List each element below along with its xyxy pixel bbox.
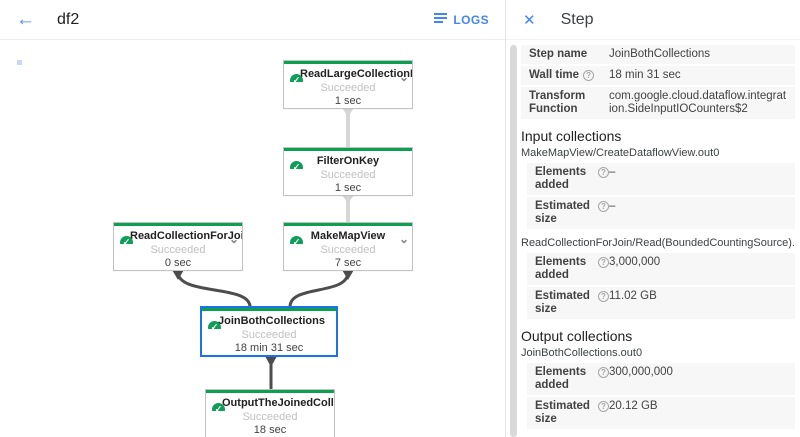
detail-label: Wall time ? [529,69,609,82]
back-arrow-icon[interactable]: ← [16,9,35,30]
close-icon[interactable]: ✕ [523,11,536,29]
node-time: 18 min 31 sec [234,342,304,354]
node-time: 18 sec [253,424,287,436]
node-status-stripe [284,223,412,226]
metric-label: Elements added ? [535,256,609,282]
detail-value: 18 min 31 sec [609,69,681,81]
detail-value: JoinBothCollections [609,48,711,60]
node-status-stripe [206,390,334,393]
node-time: 0 sec [164,257,192,269]
step-panel-header: ✕ Step [506,0,800,40]
metric-row-elements-added: Elements added ? 3,000,000 [527,253,795,285]
collection-name: ReadCollectionForJoin/Read(BoundedCounti… [521,237,795,249]
job-title: df2 [57,10,80,28]
node-status-stripe [202,308,336,311]
metric-label: Elements added ? [535,166,609,192]
node-time: 1 sec [334,182,362,194]
chevron-down-icon[interactable]: ⌄ [398,232,409,244]
detail-row-transform-function: Transform Function com.google.cloud.data… [521,87,795,119]
input-collection-group: ReadCollectionForJoin/Read(BoundedCounti… [521,237,795,319]
output-collections-heading: Output collections [521,328,633,344]
step-details-content: Step name JoinBothCollections Wall time … [521,45,795,437]
node-status-stripe [284,148,412,151]
node-title: ✓ ReadLargeCollectionFr... ⌄ [284,67,412,82]
metric-value: 300,000,000 [609,366,673,378]
success-check-icon: ✓ [208,321,221,329]
help-icon[interactable]: ? [583,70,595,81]
panel-title: Step [560,10,594,28]
logs-list-icon [434,11,448,29]
detail-row-step-name: Step name JoinBothCollections [521,45,795,64]
success-check-icon: ✓ [120,236,133,244]
detail-value: com.google.cloud.dataflow.integration.Si… [609,90,787,115]
success-check-icon: ✓ [290,236,303,244]
metric-row-estimated-size: Estimated size ? 11.02 GB [527,287,795,319]
metric-value: – [609,166,616,178]
node-title: ✓ MakeMapView ⌄ [284,229,412,244]
panel-scrollbar[interactable] [510,45,517,437]
input-collection-group: MakeMapView/CreateDataflowView.out0 Elem… [521,147,795,229]
help-icon[interactable]: ? [598,257,609,268]
help-icon[interactable]: ? [598,367,609,378]
graph-edges [171,106,355,389]
node-status: Succeeded [320,82,376,94]
metric-label: Estimated size ? [535,400,609,426]
node-status: Succeeded [320,169,376,181]
success-check-icon: ✓ [290,74,303,82]
metric-value: – [609,200,616,212]
step-node-joinbothcollections-selected[interactable]: ✓ JoinBothCollections Succeeded 18 min 3… [200,306,338,357]
step-node-outputthejoinedcollection[interactable]: ✓ OutputTheJoinedCollec... Succeeded 18 … [205,389,335,437]
node-status-stripe [114,223,242,226]
collection-name: MakeMapView/CreateDataflowView.out0 [521,147,720,159]
node-status: Succeeded [241,329,297,341]
node-status: Succeeded [242,411,298,423]
input-collections-heading: Input collections [521,128,622,144]
metric-value: 11.02 GB [609,290,657,302]
metric-label: Estimated size ? [535,200,609,226]
metric-row-elements-added: Elements added ? 300,000,000 [527,363,795,395]
node-title: ✓ JoinBothCollections [202,314,336,329]
success-check-icon: ✓ [212,403,225,411]
metric-label: Elements added ? [535,366,609,392]
node-title: ✓ OutputTheJoinedCollec... [206,396,334,411]
collection-name: JoinBothCollections.out0 [521,347,643,359]
detail-label: Step name [529,48,588,60]
success-check-icon: ✓ [290,161,303,169]
chevron-down-icon[interactable]: ⌄ [398,70,409,82]
help-icon[interactable]: ? [598,401,609,412]
detail-row-wall-time: Wall time ? 18 min 31 sec [521,66,795,85]
node-time: 7 sec [334,257,362,269]
step-node-makemapview[interactable]: ✓ MakeMapView ⌄ Succeeded 7 sec [283,222,413,271]
node-status: Succeeded [320,244,376,256]
output-collection-group: JoinBothCollections.out0 Elements added … [521,347,795,429]
minimap-dot [17,60,22,65]
metric-row-estimated-size: Estimated size ? – [527,197,795,229]
node-title: ✓ FilterOnKey [284,154,412,169]
node-status-stripe [284,61,412,64]
metric-value: 20.12 GB [609,400,658,412]
node-status: Succeeded [150,244,206,256]
node-title: ✓ ReadCollectionForJoin ⌄ [114,229,242,244]
chevron-down-icon[interactable]: ⌄ [228,232,239,244]
metric-row-estimated-size: Estimated size ? 20.12 GB [527,397,795,429]
metric-label: Estimated size ? [535,290,609,316]
metric-value: 3,000,000 [609,256,661,268]
step-node-readcollectionforjoin[interactable]: ✓ ReadCollectionForJoin ⌄ Succeeded 0 se… [113,222,243,271]
logs-button-label: LOGS [453,12,489,27]
help-icon[interactable]: ? [598,201,609,212]
node-time: 1 sec [334,95,362,107]
metric-row-elements-added: Elements added ? – [527,163,795,195]
step-node-readlargecollection[interactable]: ✓ ReadLargeCollectionFr... ⌄ Succeeded 1… [283,60,413,109]
logs-button[interactable]: LOGS [434,11,489,29]
help-icon[interactable]: ? [598,291,609,302]
step-details-panel: ✕ Step Step name JoinBothCollections Wal… [505,0,800,437]
step-node-filteronkey[interactable]: ✓ FilterOnKey Succeeded 1 sec [283,147,413,196]
job-graph-panel: ← df2 LOGS [0,0,505,437]
help-icon[interactable]: ? [598,167,609,178]
detail-label: Transform Function [529,90,586,115]
job-header: ← df2 LOGS [0,0,505,40]
